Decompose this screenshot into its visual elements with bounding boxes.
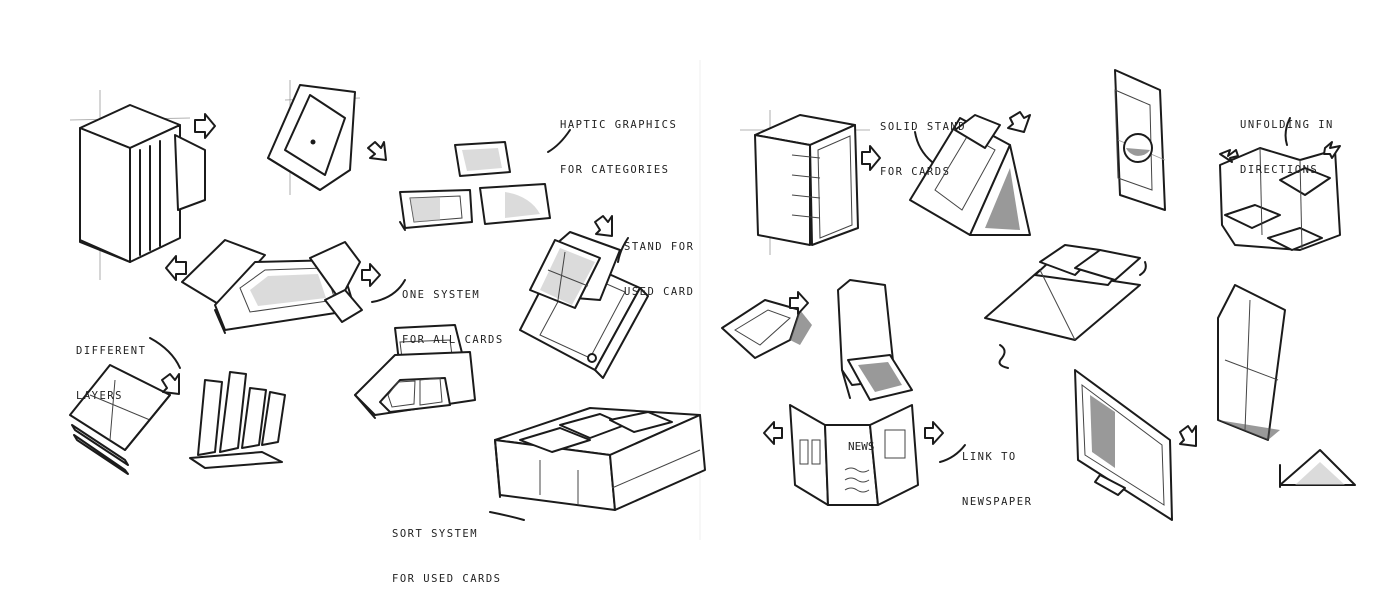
annotation-different-layers: DIFFERENT LAYERS: [76, 345, 147, 402]
arrow-right-icon-6: [924, 421, 944, 445]
annotation-arrow-one-system: [371, 279, 406, 303]
arrow-down-left-icon: [1007, 111, 1031, 133]
sketch-rotating-lid-box: [267, 80, 361, 195]
sketch-screen-frame: [1074, 369, 1173, 521]
sketch-card-slot-box: [354, 324, 476, 419]
sketch-unfolding-one-system-box: [181, 239, 363, 334]
sketch-upright-card-stand: [837, 279, 913, 401]
arrow-down-icon-2: [161, 373, 180, 395]
sketch-hexagonal-unfolding-box: [1219, 147, 1341, 251]
arrow-right-icon-4: [1323, 141, 1341, 159]
sketch-small-open-tray: [721, 299, 812, 359]
annotation-haptic-graphics: HAPTIC GRAPHICS FOR CATEGORIES: [560, 119, 678, 176]
arrow-right-icon: [194, 113, 216, 139]
sketch-window-card: [1114, 69, 1166, 211]
annotation-newspaper-link: LINK TO NEWSPAPER: [962, 451, 1033, 508]
arrow-right-icon-3: [861, 145, 881, 171]
annotation-arrow-stand: [617, 237, 629, 263]
sketch-open-folder-with-stacks: [984, 244, 1147, 369]
annotation-arrow-unfolding: [1284, 117, 1291, 146]
sketch-layer-dividers: [189, 371, 286, 469]
sketch-tall-panel-stand: [1217, 284, 1286, 441]
sketch-tall-cabinet-box: [69, 90, 206, 280]
sketch-solid-stand-for-cards: [909, 114, 1031, 236]
sketch-triangle-profile: [1279, 449, 1356, 488]
arrow-left-icon: [165, 255, 187, 281]
annotation-solid-stand: SOLID STAND FOR CARDS: [880, 121, 967, 178]
arrow-right-icon-2: [361, 263, 381, 287]
news-mark: NEWS: [848, 440, 875, 453]
sketch-sort-system-tray: [494, 407, 706, 511]
arrow-down-icon: [594, 215, 613, 237]
annotation-arrow-haptic: [547, 129, 571, 153]
arrow-right-icon-5: [789, 291, 809, 315]
annotation-sort-system: SORT SYSTEM FOR USED CARDS: [392, 528, 502, 585]
sketch-stand-for-used-card: [519, 231, 649, 379]
annotation-arrow-sort: [489, 511, 525, 521]
sketch-cabinet-with-drawers: [740, 110, 870, 255]
annotation-arrow-layers: [149, 337, 181, 369]
annotation-stand-for-used-card: STAND FOR USED CARD: [624, 241, 695, 298]
sketch-layered-book: [69, 364, 171, 475]
annotation-one-system: ONE SYSTEM FOR ALL CARDS: [402, 289, 504, 346]
annotation-arrow-newspaper: [939, 444, 966, 463]
annotation-unfolding: UNFOLDING IN DIRECTIONS: [1240, 119, 1334, 176]
sketch-haptic-category-trays: [399, 141, 551, 231]
arrow-left-icon-2: [1219, 149, 1239, 163]
arrow-left-icon-3: [763, 421, 783, 445]
annotation-arrow-solid-stand: [914, 131, 933, 163]
arrow-down-icon-3: [1179, 425, 1197, 447]
sketch-folding-news-board: [789, 404, 919, 506]
arrow-down-right-icon: [367, 141, 387, 161]
